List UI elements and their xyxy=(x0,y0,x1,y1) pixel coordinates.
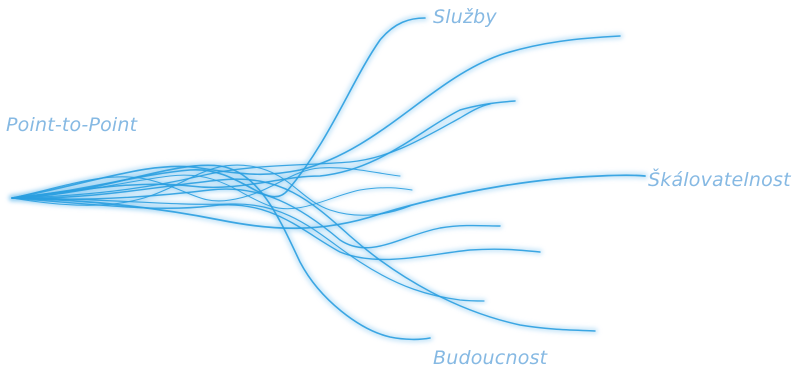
origin-label: Point-to-Point xyxy=(6,114,137,136)
right-branch-label: Škálovatelnost xyxy=(648,169,791,191)
strand-glow xyxy=(12,198,484,301)
strand-line xyxy=(12,198,484,301)
top-branch-label: Služby xyxy=(433,6,497,28)
bottom-branch-label: Budoucnost xyxy=(433,347,547,369)
